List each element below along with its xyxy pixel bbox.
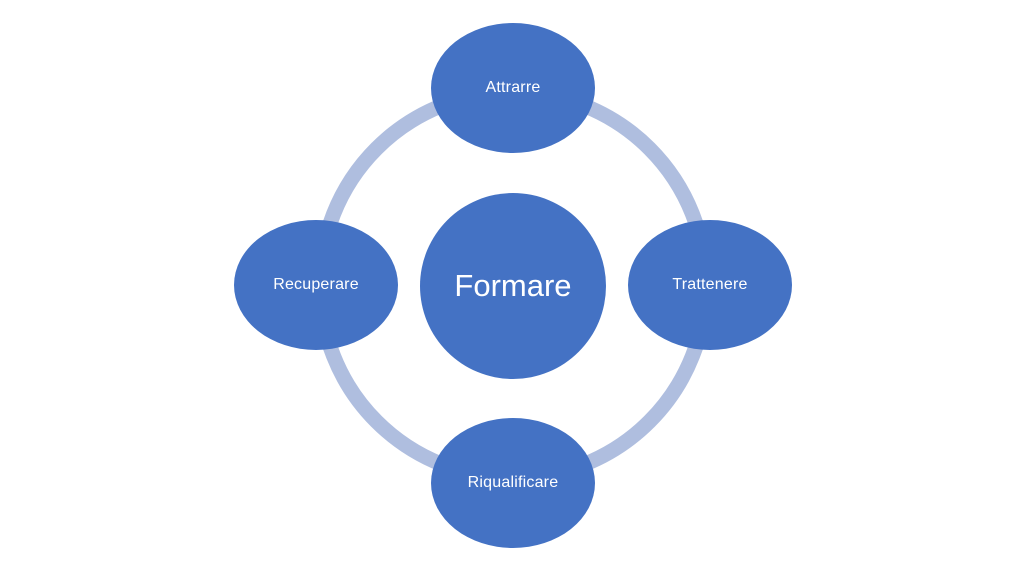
node-label-riqualificare: Riqualificare [467, 474, 559, 491]
node-label-attrarre: Attrarre [485, 79, 541, 96]
node-recuperare: Recuperare [234, 220, 398, 350]
node-attrarre: Attrarre [431, 23, 595, 153]
node-label-recuperare: Recuperare [273, 276, 359, 293]
node-label-trattenere: Trattenere [672, 276, 748, 293]
node-riqualificare: Riqualificare [431, 418, 595, 548]
center-node-label: Formare [454, 268, 572, 303]
node-trattenere: Trattenere [628, 220, 792, 350]
center-node: Formare [420, 193, 606, 379]
